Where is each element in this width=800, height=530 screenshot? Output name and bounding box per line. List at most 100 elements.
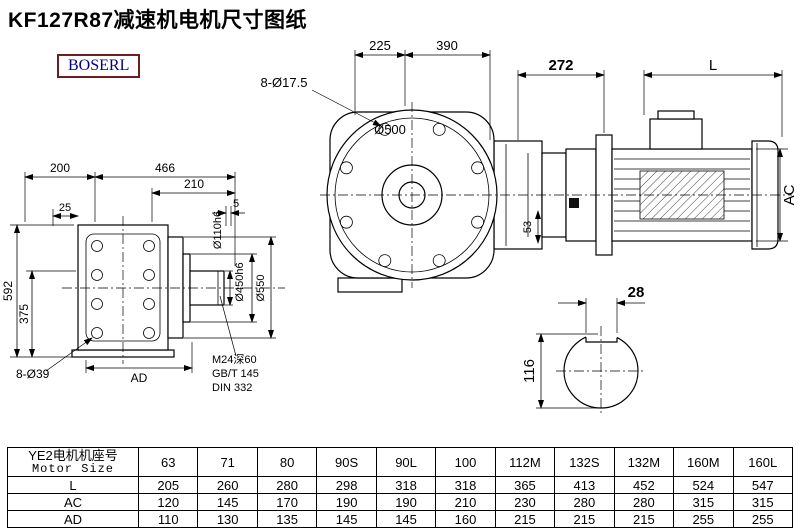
terminal-box — [649, 118, 703, 150]
flange-dia-label: Ø550 — [255, 275, 267, 302]
front-view: 225 390 8-Ø17.5 Ø500 53 — [261, 38, 597, 293]
dim-l-label: L — [709, 57, 717, 74]
dim-value-cell: 190 — [375, 493, 437, 511]
dim-value-cell: 255 — [732, 510, 794, 528]
brand-text: BOSERL — [68, 57, 130, 74]
dim-272-label: 272 — [548, 57, 573, 74]
table-row-AC: AC 120 145 170 190 190 210 230 280 280 3… — [7, 493, 794, 511]
dim-value-cell: 298 — [316, 476, 377, 494]
size-column-header: 90S — [316, 447, 377, 477]
size-column-header: 132M — [613, 447, 675, 477]
table-row-AD: AD 110 130 135 145 145 160 215 215 215 2… — [7, 510, 794, 528]
dim-value-cell: 120 — [137, 493, 199, 511]
dim-value-cell: 318 — [435, 476, 496, 494]
dim-210-label: 210 — [184, 177, 204, 191]
row-label: AC — [7, 493, 139, 511]
dim-value-cell: 280 — [613, 493, 675, 511]
bolt-holes-label: 8-Ø39 — [16, 367, 50, 381]
keyway — [585, 337, 618, 343]
dim-ac-label: AC — [781, 184, 798, 205]
mounting-foot — [337, 277, 403, 293]
size-column-header: 112M — [494, 447, 556, 477]
bolt-hole — [143, 298, 155, 310]
dim-value-cell: 260 — [197, 476, 258, 494]
leader-line — [311, 89, 382, 127]
dim-value-cell: 318 — [375, 476, 437, 494]
dim-value-cell: 135 — [256, 510, 318, 528]
size-column-header: 160M — [673, 447, 734, 477]
header-line-en: Motor Size — [31, 461, 114, 476]
row-label: L — [7, 476, 139, 494]
size-column-header: 90L — [375, 447, 437, 477]
tap-note-2: GB/T 145 — [212, 368, 259, 380]
spigot-dia-label: Ø450h6 — [234, 262, 246, 301]
output-flange — [167, 236, 184, 339]
bolt-hole — [143, 327, 155, 339]
dim-value-cell: 215 — [554, 510, 615, 528]
dim-value-cell: 315 — [673, 493, 734, 511]
bolt-hole — [91, 298, 103, 310]
leader-line — [219, 295, 237, 357]
bolt-hole — [432, 254, 446, 268]
tap-note-3: DIN 332 — [212, 382, 252, 394]
section-dia-label: 116 — [521, 359, 538, 383]
dim-value-cell: 215 — [494, 510, 556, 528]
shaft-section-dimensions: 28 116 — [521, 284, 645, 409]
dim-466-label: 466 — [155, 161, 175, 175]
row-label: AD — [7, 510, 139, 528]
dim-value-cell: 110 — [137, 510, 199, 528]
size-column-header: 160L — [732, 447, 794, 477]
bolt-hole — [143, 269, 155, 281]
size-column-header: 63 — [137, 447, 199, 477]
dim-value-cell: 205 — [137, 476, 199, 494]
size-column-header: 80 — [256, 447, 318, 477]
left-view-dimensions: 200 466 210 5 25 592 375 8-Ø39 — [1, 161, 276, 394]
bolt-hole — [91, 240, 103, 252]
table-header-row: YE2电机机座号 Motor Size 63 71 80 90S 90L 100… — [7, 447, 794, 477]
bolt-hole — [143, 240, 155, 252]
adapter-bolt — [569, 198, 579, 208]
page-title: KF127R87减速机电机尺寸图纸 — [8, 9, 308, 32]
dim-value-cell: 190 — [316, 493, 377, 511]
shaft-dia-label: Ø110h6 — [212, 211, 224, 249]
dim-value-cell: 365 — [494, 476, 556, 494]
dim-value-cell: 255 — [673, 510, 734, 528]
flange-holes-label: 8-Ø17.5 — [261, 75, 308, 90]
tap-note-1: M24深60 — [212, 353, 257, 366]
shaft-section: 28 116 — [521, 284, 646, 416]
dim-ad-label: AD — [131, 371, 148, 385]
dim-value-cell: 210 — [435, 493, 496, 511]
bolt-hole — [471, 215, 485, 229]
dim-value-cell: 452 — [613, 476, 675, 494]
dim-390-label: 390 — [436, 38, 458, 53]
size-column-header: 100 — [435, 447, 496, 477]
motor-dimensions: 272 L AC — [517, 57, 798, 242]
dim-200-label: 200 — [50, 161, 70, 175]
dim-53-label: 53 — [522, 221, 534, 233]
dim-value-cell: 130 — [197, 510, 258, 528]
dim-592-label: 592 — [1, 281, 15, 301]
dim-value-cell: 145 — [197, 493, 258, 511]
dim-value-cell: 215 — [613, 510, 675, 528]
motor-size-header-cell: YE2电机机座号 Motor Size — [7, 447, 139, 477]
terminal-box-lid — [657, 110, 695, 120]
brand-logo-box: BOSERL — [57, 54, 141, 78]
bolt-hole — [91, 327, 103, 339]
dim-value-cell: 160 — [435, 510, 496, 528]
keyway-erase — [586, 332, 617, 342]
bolt-hole — [378, 123, 392, 136]
motor-view: 272 L AC — [500, 57, 798, 256]
dim-value-cell: 413 — [554, 476, 615, 494]
dim-25-label: 25 — [59, 202, 71, 214]
dim-value-cell: 230 — [494, 493, 556, 511]
bolt-hole — [378, 254, 392, 268]
dim-value-cell: 524 — [673, 476, 734, 494]
dim-value-cell: 280 — [554, 493, 615, 511]
bolt-hole — [339, 161, 353, 175]
dim-value-cell: 547 — [732, 476, 794, 494]
key-width-label: 28 — [628, 284, 645, 301]
bolt-hole — [471, 161, 485, 175]
dim-5-label: 5 — [233, 198, 239, 210]
dim-225-label: 225 — [369, 38, 391, 53]
